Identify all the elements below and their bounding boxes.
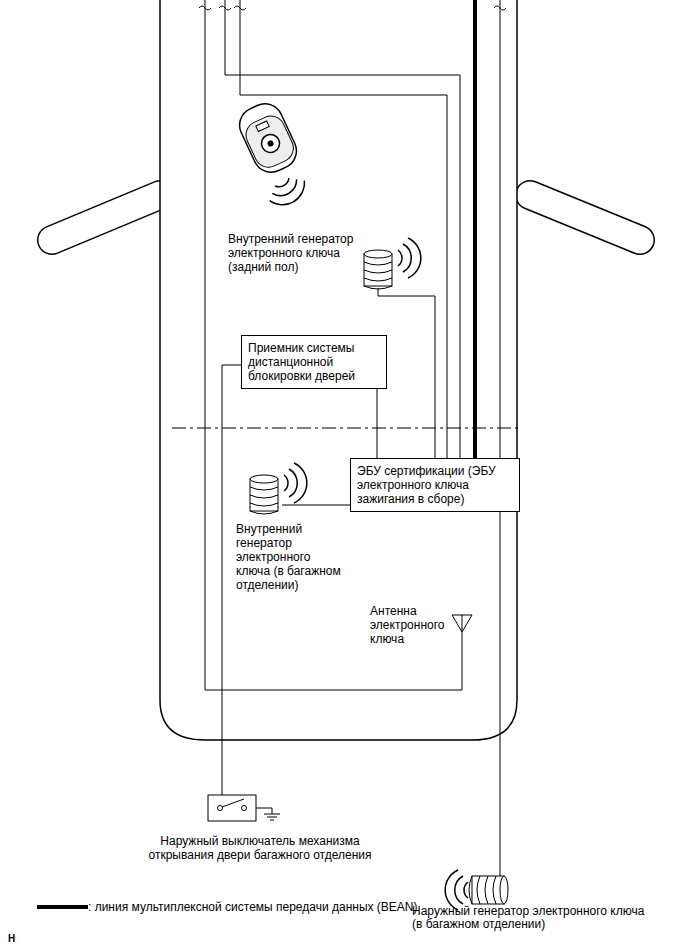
ecu-box: ЭБУ сертификации (ЭБУ электронного ключа… bbox=[350, 458, 520, 512]
receiver-box: Приемник системы дистанционной блокировк… bbox=[241, 335, 387, 389]
antenna-symbol bbox=[452, 615, 472, 641]
vehicle-body bbox=[160, 0, 517, 740]
legend-line-sample bbox=[37, 905, 88, 909]
oscillator-coil bbox=[469, 876, 508, 904]
box-text: Приемник системы дистанционной блокировк… bbox=[248, 341, 380, 383]
box-text: ЭБУ сертификации (ЭБУ электронного ключа… bbox=[357, 464, 513, 506]
oscillator-coil bbox=[364, 250, 392, 289]
bean-bus bbox=[473, 0, 477, 458]
part-label: Антенна электронного ключа bbox=[370, 604, 458, 646]
wire-connector bbox=[377, 389, 378, 458]
part-label: Наружный выключатель механизма открывани… bbox=[140, 834, 380, 862]
key-fob bbox=[234, 98, 303, 178]
part-label: Наружный генератор электронного ключа (в… bbox=[412, 905, 652, 931]
legend-entry: : линия мультиплексной системы передачи … bbox=[88, 900, 648, 914]
oscillator-coil bbox=[250, 475, 278, 514]
figure-code: H bbox=[8, 932, 28, 946]
legend-text: : линия мультиплексной системы передачи … bbox=[88, 900, 418, 914]
wire-harness bbox=[205, 0, 500, 880]
part-label: Внутренний генератор электронного ключа … bbox=[228, 232, 363, 274]
switch-symbol bbox=[208, 795, 280, 821]
section-divider bbox=[172, 428, 520, 429]
part-label: Внутренний генератор электронного ключа … bbox=[236, 522, 346, 592]
